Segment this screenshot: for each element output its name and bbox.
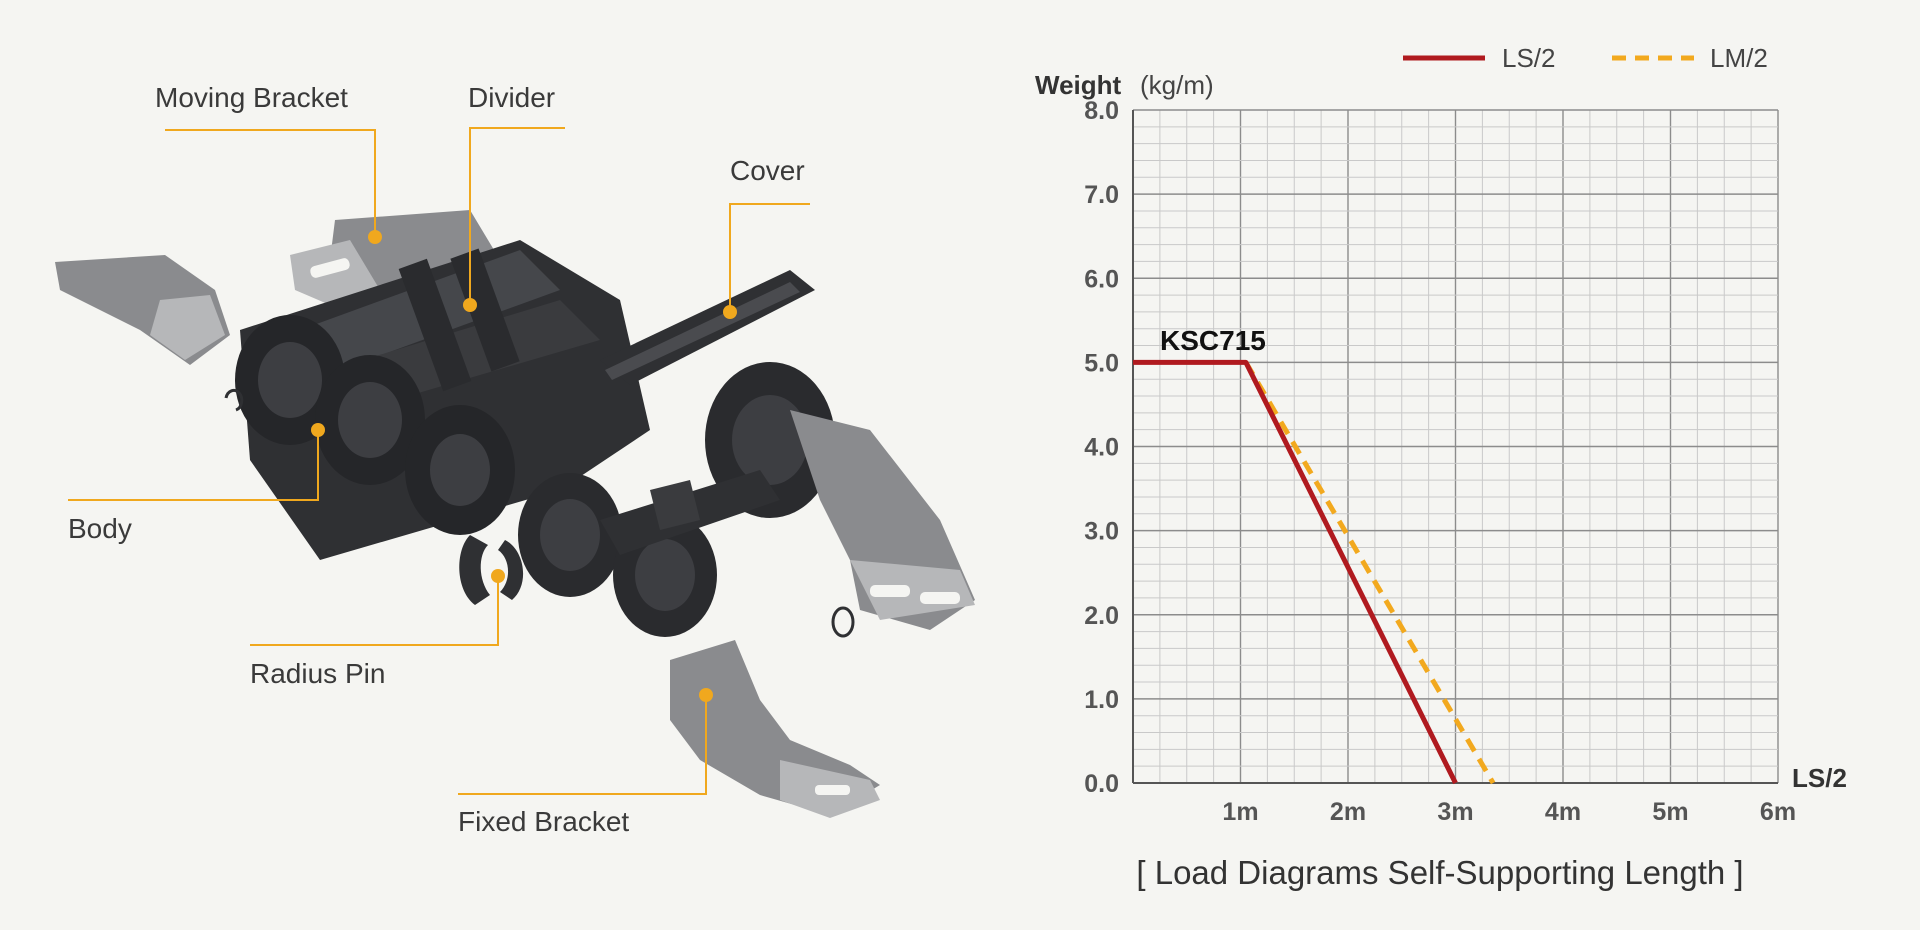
legend-label: LM/2 <box>1710 43 1768 73</box>
leader-radius-pin <box>250 576 499 646</box>
cover-part <box>600 270 815 385</box>
radius-pin-part <box>459 535 524 605</box>
y-tick-label: 0.0 <box>1084 770 1119 798</box>
retaining-rings <box>224 388 855 638</box>
chart-ylabel-unit: (kg/m) <box>1140 70 1214 100</box>
chart-title: [ Load Diagrams Self-Supporting Length ] <box>1136 854 1743 891</box>
leader-body <box>68 430 319 501</box>
fixed-bracket-part <box>670 640 880 818</box>
chart-series <box>1133 359 1496 785</box>
x-tick-label: 6m <box>1760 798 1796 826</box>
dot-fixed-bracket <box>699 688 713 702</box>
leader-fixed-bracket <box>458 695 707 795</box>
label-divider: Divider <box>468 82 556 113</box>
y-tick-label: 5.0 <box>1084 349 1119 377</box>
y-tick-label: 8.0 <box>1084 97 1119 125</box>
series-line-lm-2 <box>1243 361 1496 785</box>
chart-xlabel: LS/2 <box>1792 763 1847 793</box>
chart-grid <box>1132 109 1779 784</box>
x-tick-label: 2m <box>1330 798 1366 826</box>
leader-divider <box>469 127 565 305</box>
label-radius-pin: Radius Pin <box>250 658 386 689</box>
label-moving-bracket: Moving Bracket <box>155 82 348 113</box>
y-tick-label: 4.0 <box>1084 434 1119 462</box>
leader-moving-bracket <box>165 129 376 237</box>
y-tick-label: 7.0 <box>1084 181 1119 209</box>
x-tick-label: 5m <box>1652 798 1688 826</box>
y-tick-label: 2.0 <box>1084 602 1119 630</box>
x-tick-label: 4m <box>1545 798 1581 826</box>
x-tick-label: 1m <box>1222 798 1258 826</box>
legend-label: LS/2 <box>1502 43 1556 73</box>
dot-body <box>311 423 325 437</box>
chart-ticks: 0.0 1.0 2.0 3.0 4.0 5.0 6.0 7.0 8.0 1m 2m 3m 4m 5m 6m <box>1084 97 1796 826</box>
label-fixed-bracket: Fixed Bracket <box>458 806 630 837</box>
series-line-ls-2 <box>1133 359 1458 785</box>
chart-ylabel-weight: Weight <box>1035 70 1122 100</box>
dot-cover <box>723 305 737 319</box>
lower-links-part <box>518 470 780 637</box>
leader-lines <box>68 127 810 795</box>
label-cover: Cover <box>730 155 805 186</box>
dot-divider <box>463 298 477 312</box>
x-tick-label: 3m <box>1437 798 1473 826</box>
chart-annotation-ksc715: KSC715 <box>1160 325 1266 356</box>
y-tick-label: 6.0 <box>1084 265 1119 293</box>
y-tick-label: 3.0 <box>1084 518 1119 546</box>
dot-moving-bracket <box>368 230 382 244</box>
leader-dots <box>311 230 737 702</box>
label-body: Body <box>68 513 132 544</box>
exploded-cable-carrier-diagram <box>55 127 975 818</box>
chart-legend: LS/2 LM/2 <box>1403 43 1768 73</box>
dot-radius-pin <box>491 569 505 583</box>
leader-cover <box>729 203 810 312</box>
y-tick-label: 1.0 <box>1084 686 1119 714</box>
